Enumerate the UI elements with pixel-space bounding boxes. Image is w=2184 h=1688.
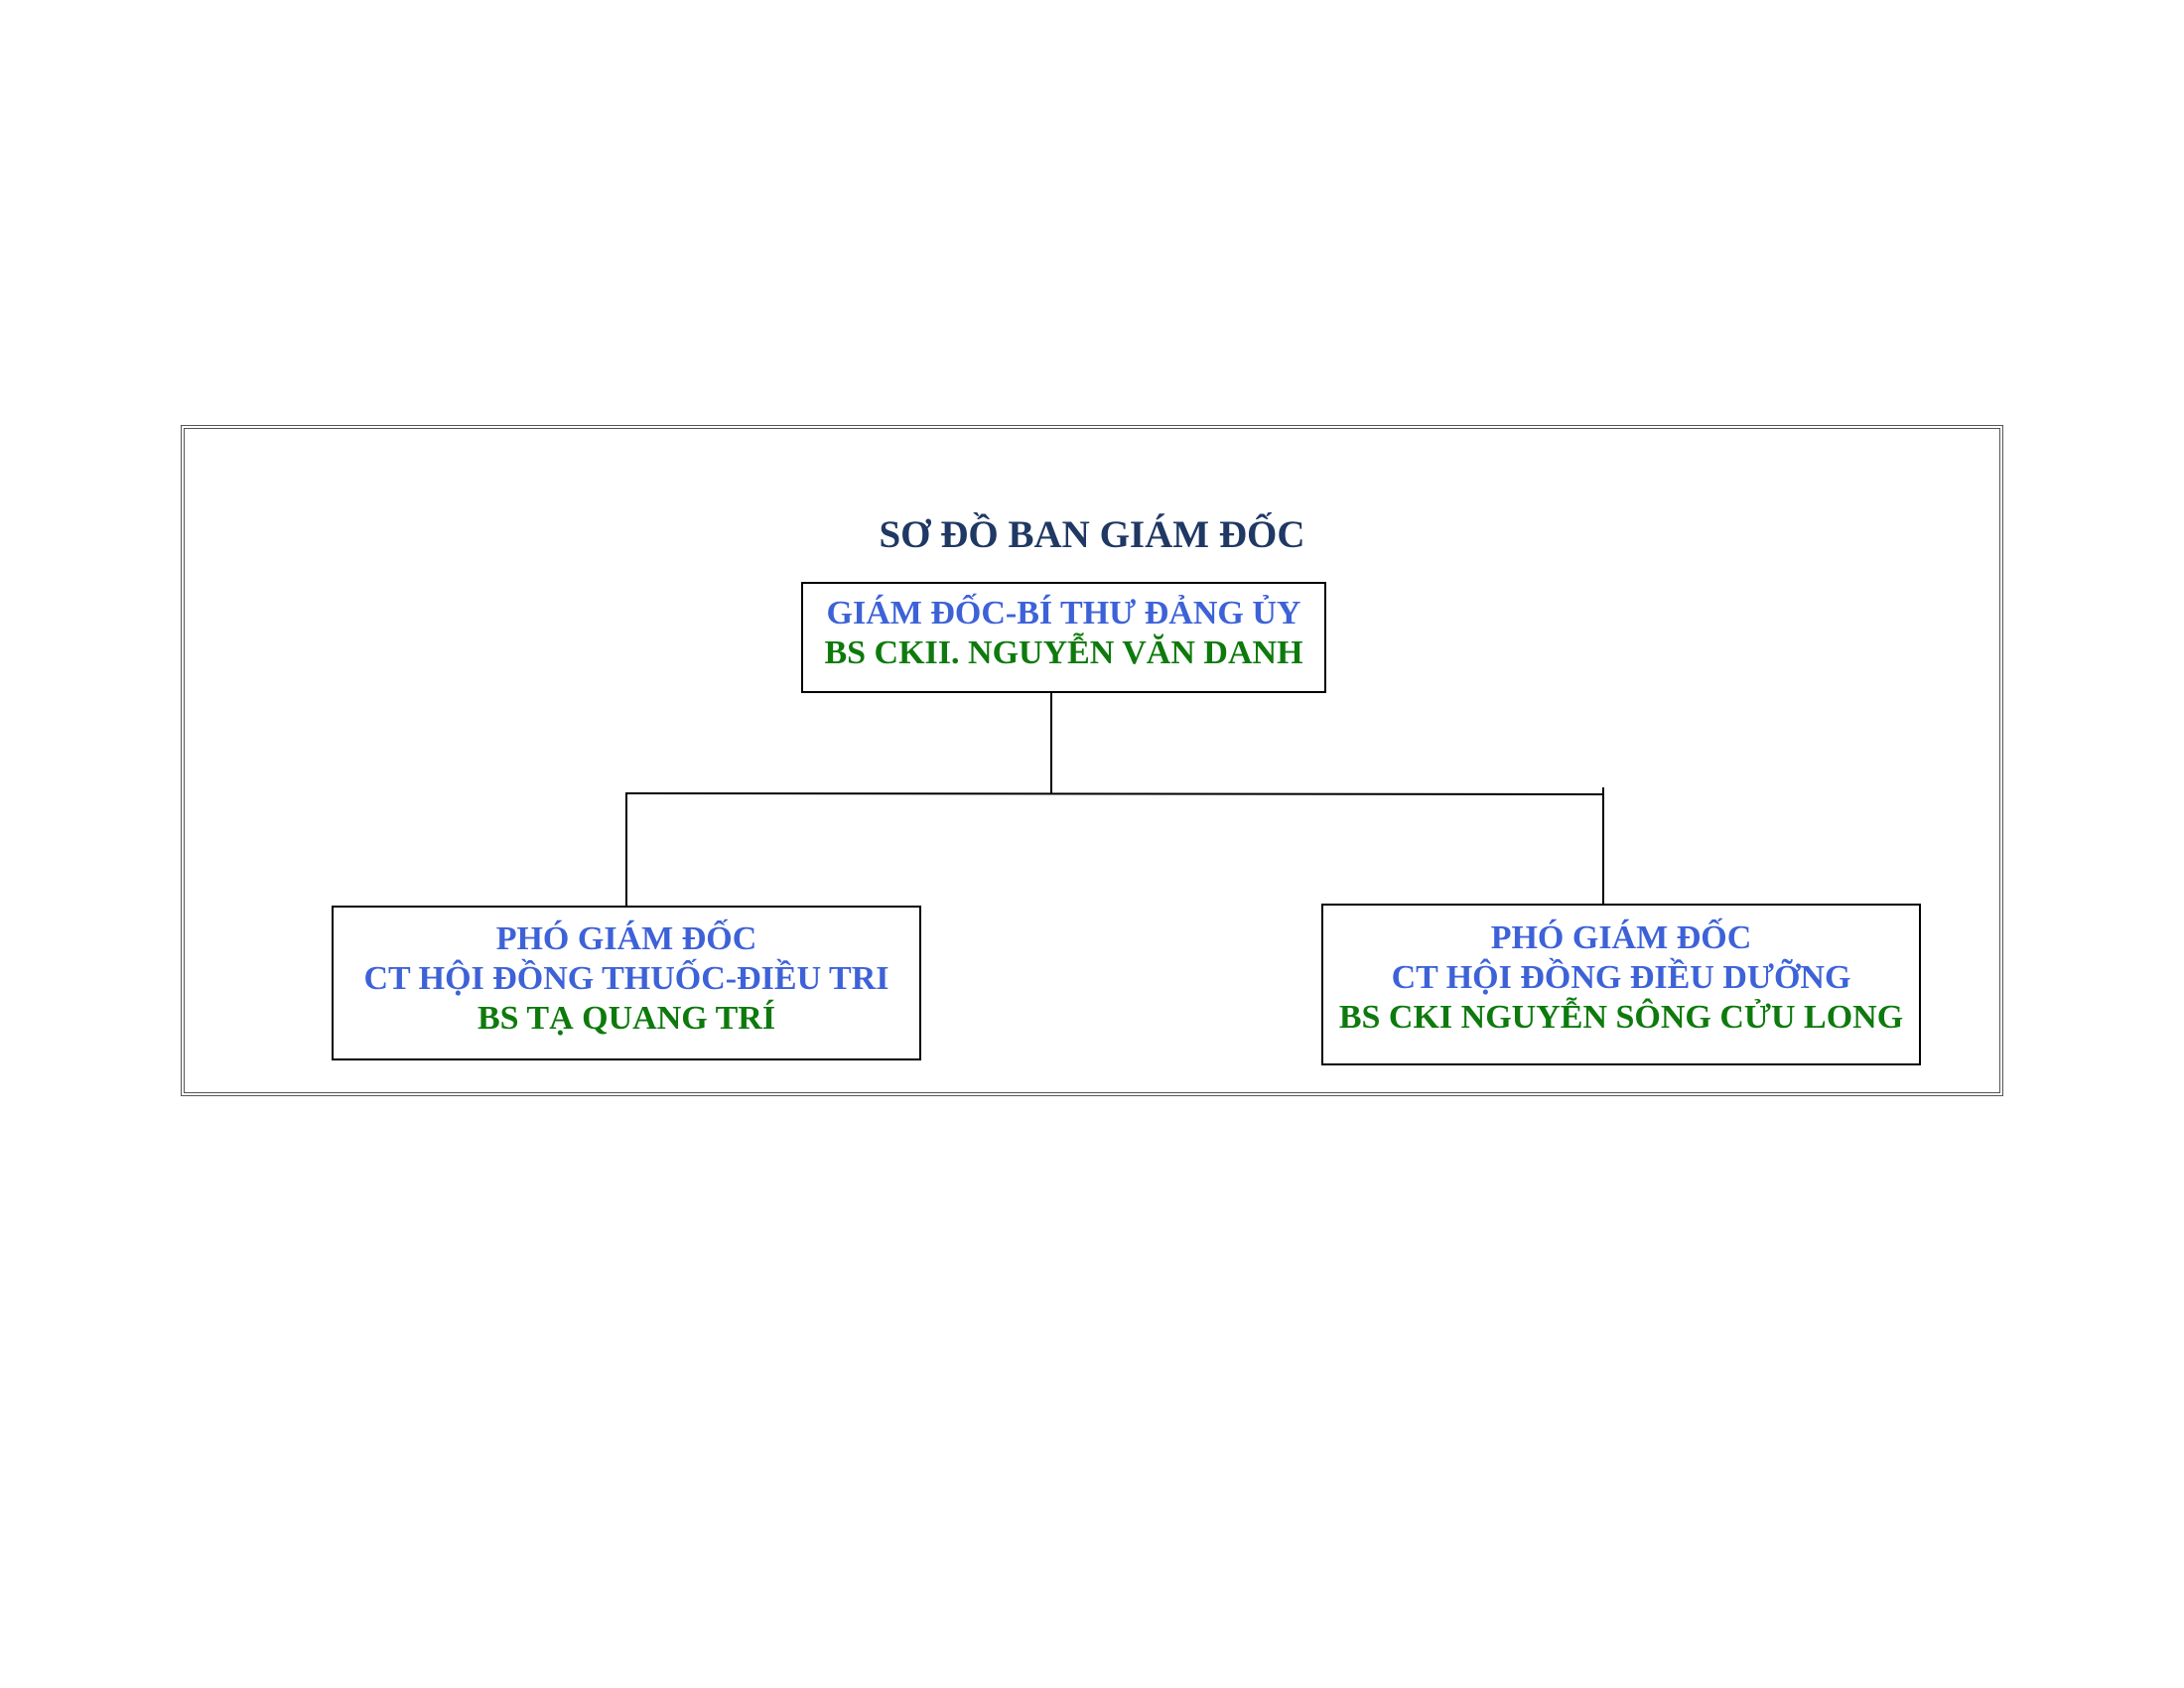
deputy-left-name: BS TẠ QUANG TRÍ xyxy=(477,1000,776,1037)
deputy-left-role: PHÓ GIÁM ĐỐC xyxy=(495,920,757,957)
deputy-right-name: BS CKI NGUYỄN SÔNG CỬU LONG xyxy=(1338,998,1904,1036)
deputy-right-council: CT HỘI ĐỒNG ĐIỀU DƯỠNG xyxy=(1391,958,1851,996)
deputy-left-council: CT HỘI ĐỒNG THUỐC-ĐIỀU TRI xyxy=(363,960,889,997)
deputy-right-role: PHÓ GIÁM ĐỐC xyxy=(1490,918,1752,956)
director-name: BS CKII. NGUYỄN VĂN DANH xyxy=(824,634,1303,671)
deputy-director-left-box: PHÓ GIÁM ĐỐC CT HỘI ĐỒNG THUỐC-ĐIỀU TRI … xyxy=(332,906,921,1060)
diagram-title: SƠ ĐỒ BAN GIÁM ĐỐC xyxy=(879,513,1305,556)
diagram-frame xyxy=(181,425,2003,1096)
director-box: GIÁM ĐỐC-BÍ THƯ ĐẢNG ỦY BS CKII. NGUYỄN … xyxy=(801,582,1326,693)
deputy-director-right-box: PHÓ GIÁM ĐỐC CT HỘI ĐỒNG ĐIỀU DƯỠNG BS C… xyxy=(1321,904,1921,1065)
director-role: GIÁM ĐỐC-BÍ THƯ ĐẢNG ỦY xyxy=(826,595,1301,632)
